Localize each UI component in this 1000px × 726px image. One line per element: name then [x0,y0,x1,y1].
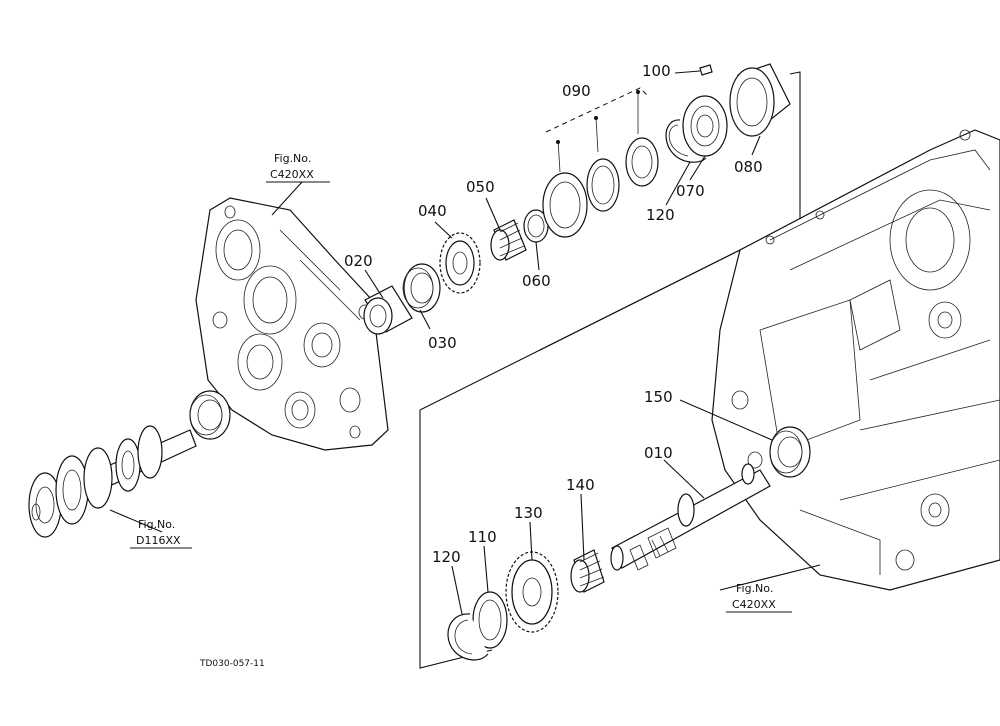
figure-ref-1-title: Fig.No. [274,152,311,165]
label-070: 070 [676,182,705,200]
label-120-lower: 120 [432,548,461,566]
leader-lines [109,70,821,615]
transmission-case [711,129,1000,591]
part-150-bearing [769,426,811,478]
label-100: 100 [642,62,671,80]
part-100-key [699,64,713,76]
part-070-hub [682,95,728,157]
figure-ref-1-code: C420XX [270,168,314,181]
part-090-synchronizer [542,87,659,238]
figure-ref-2-title: Fig.No. [138,518,175,531]
label-080: 080 [734,158,763,176]
label-090: 090 [562,82,591,100]
part-030-bearing [402,263,441,313]
part-labels: 020 030 040 050 060 090 100 070 120 080 … [344,62,763,566]
figure-ref-2: Fig.No. D116XX [130,518,192,549]
part-080-sleeve [729,63,791,137]
part-010-shaft [610,463,771,571]
part-120-lower-snap-ring [447,613,489,661]
label-060: 060 [522,272,551,290]
part-140-needle-bearing [570,549,605,593]
drawing-code: TD030-057-11 [199,659,265,669]
figure-ref-1: Fig.No. C420XX [266,152,330,183]
figure-ref-2-code: D116XX [136,534,181,547]
label-150: 150 [644,388,673,406]
label-120-upper: 120 [646,206,675,224]
part-110-ring [472,591,508,649]
part-020-collar [363,285,413,335]
part-050-needle-bearing [490,219,527,261]
label-110: 110 [468,528,497,546]
label-140: 140 [566,476,595,494]
figure-ref-3-title: Fig.No. [736,582,773,595]
part-130-gear [505,551,559,633]
input-shaft-bearing [189,390,231,440]
figure-ref-3-code: C420XX [732,598,776,611]
part-040-gear [439,232,481,294]
figure-ref-3: Fig.No. C420XX [726,582,792,613]
label-030: 030 [428,334,457,352]
label-050: 050 [466,178,495,196]
gear-cluster-shaft [28,425,197,538]
label-130: 130 [514,504,543,522]
label-040: 040 [418,202,447,220]
label-020: 020 [344,252,373,270]
label-010: 010 [644,444,673,462]
